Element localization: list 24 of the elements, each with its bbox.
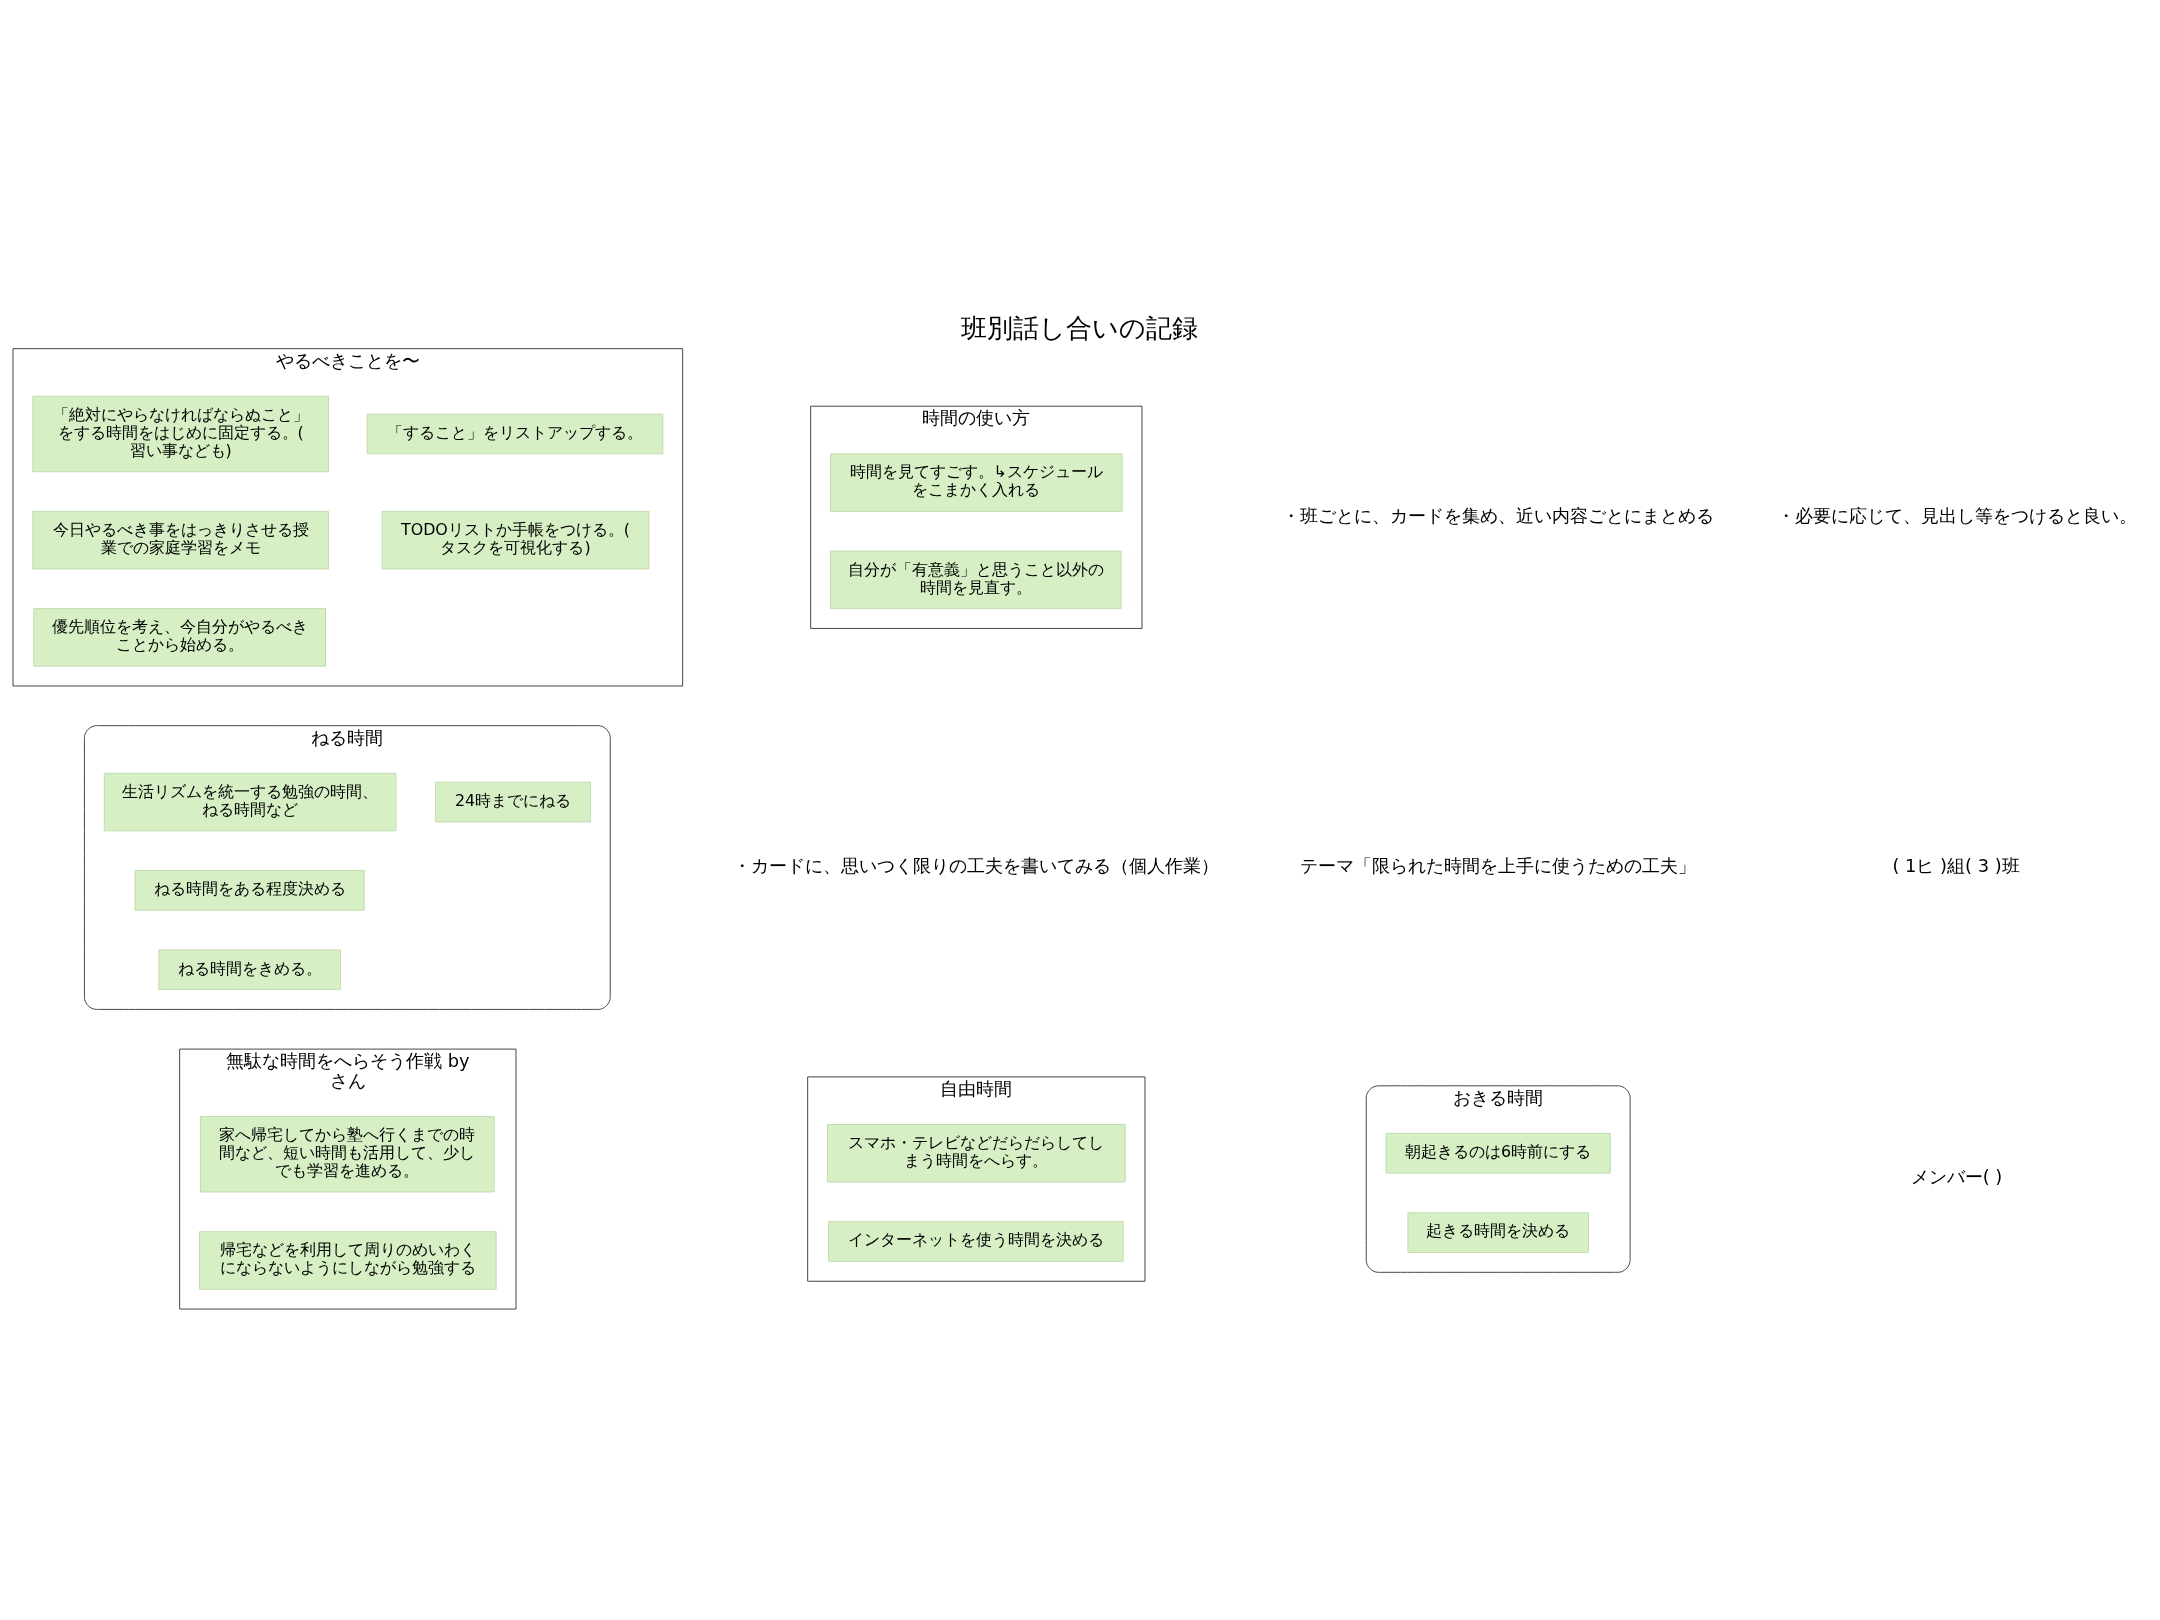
node-box: 「絶対にやらなければならぬこと」をする時間をはじめに固定する。(習い事なども) bbox=[32, 395, 329, 472]
node-box: 優先順位を考え、今自分がやるべきことから始める。 bbox=[33, 607, 326, 667]
node-box: 起きる時間を決める bbox=[1407, 1211, 1589, 1253]
node-box: TODOリストか手帳をつける。(タスクを可視化する) bbox=[381, 510, 650, 569]
label: テーマ「限られた時間を上手に使うための工夫」 bbox=[1299, 854, 1696, 876]
node-box: 家へ帰宅してから塾へ行くまでの時間など、短い時間も活用して、少しでも学習を進める。 bbox=[200, 1115, 495, 1192]
label: メンバー( ) bbox=[1910, 1165, 2003, 1187]
diagram-title: 班別話し合いの記録 bbox=[961, 312, 1199, 343]
node-box: ねる時間をある程度決める bbox=[134, 869, 365, 911]
node-box: 生活リズムを統一する勉強の時間、ねる時間など bbox=[103, 772, 397, 831]
node-box: インターネットを使う時間を決める bbox=[828, 1220, 1124, 1262]
node-box: 自分が「有意義」と思うこと以外の時間を見直す。 bbox=[830, 550, 1122, 609]
node-box: ねる時間をきめる。 bbox=[158, 948, 341, 990]
node-box: 時間を見てすごす。↳スケジュールをこまかく入れる bbox=[830, 452, 1123, 512]
node-box: 24時までにねる bbox=[435, 781, 591, 822]
node-box: 「すること」をリストアップする。 bbox=[366, 413, 664, 454]
node-box: 帰宅などを利用して周りのめいわくにならないようにしながら勉強する bbox=[199, 1230, 497, 1290]
node-box: スマホ・テレビなどだらだらしてしまう時間をへらす。 bbox=[827, 1123, 1126, 1183]
label: ( 1ヒ )組( 3 )班 bbox=[1892, 854, 2020, 876]
label: ・カードに、思いつく限りの工夫を書いてみる（個人作業） bbox=[733, 854, 1220, 876]
node-box: 今日やるべき事をはっきりさせる授業での家庭学習をメモ bbox=[32, 510, 329, 569]
label: ・必要に応じて、見出し等をつけると良い。 bbox=[1776, 504, 2137, 526]
node-box: 朝起きるのは6時前にする bbox=[1385, 1132, 1611, 1174]
label: ・班ごとに、カードを集め、近い内容ごとにまとめる bbox=[1282, 504, 1715, 526]
